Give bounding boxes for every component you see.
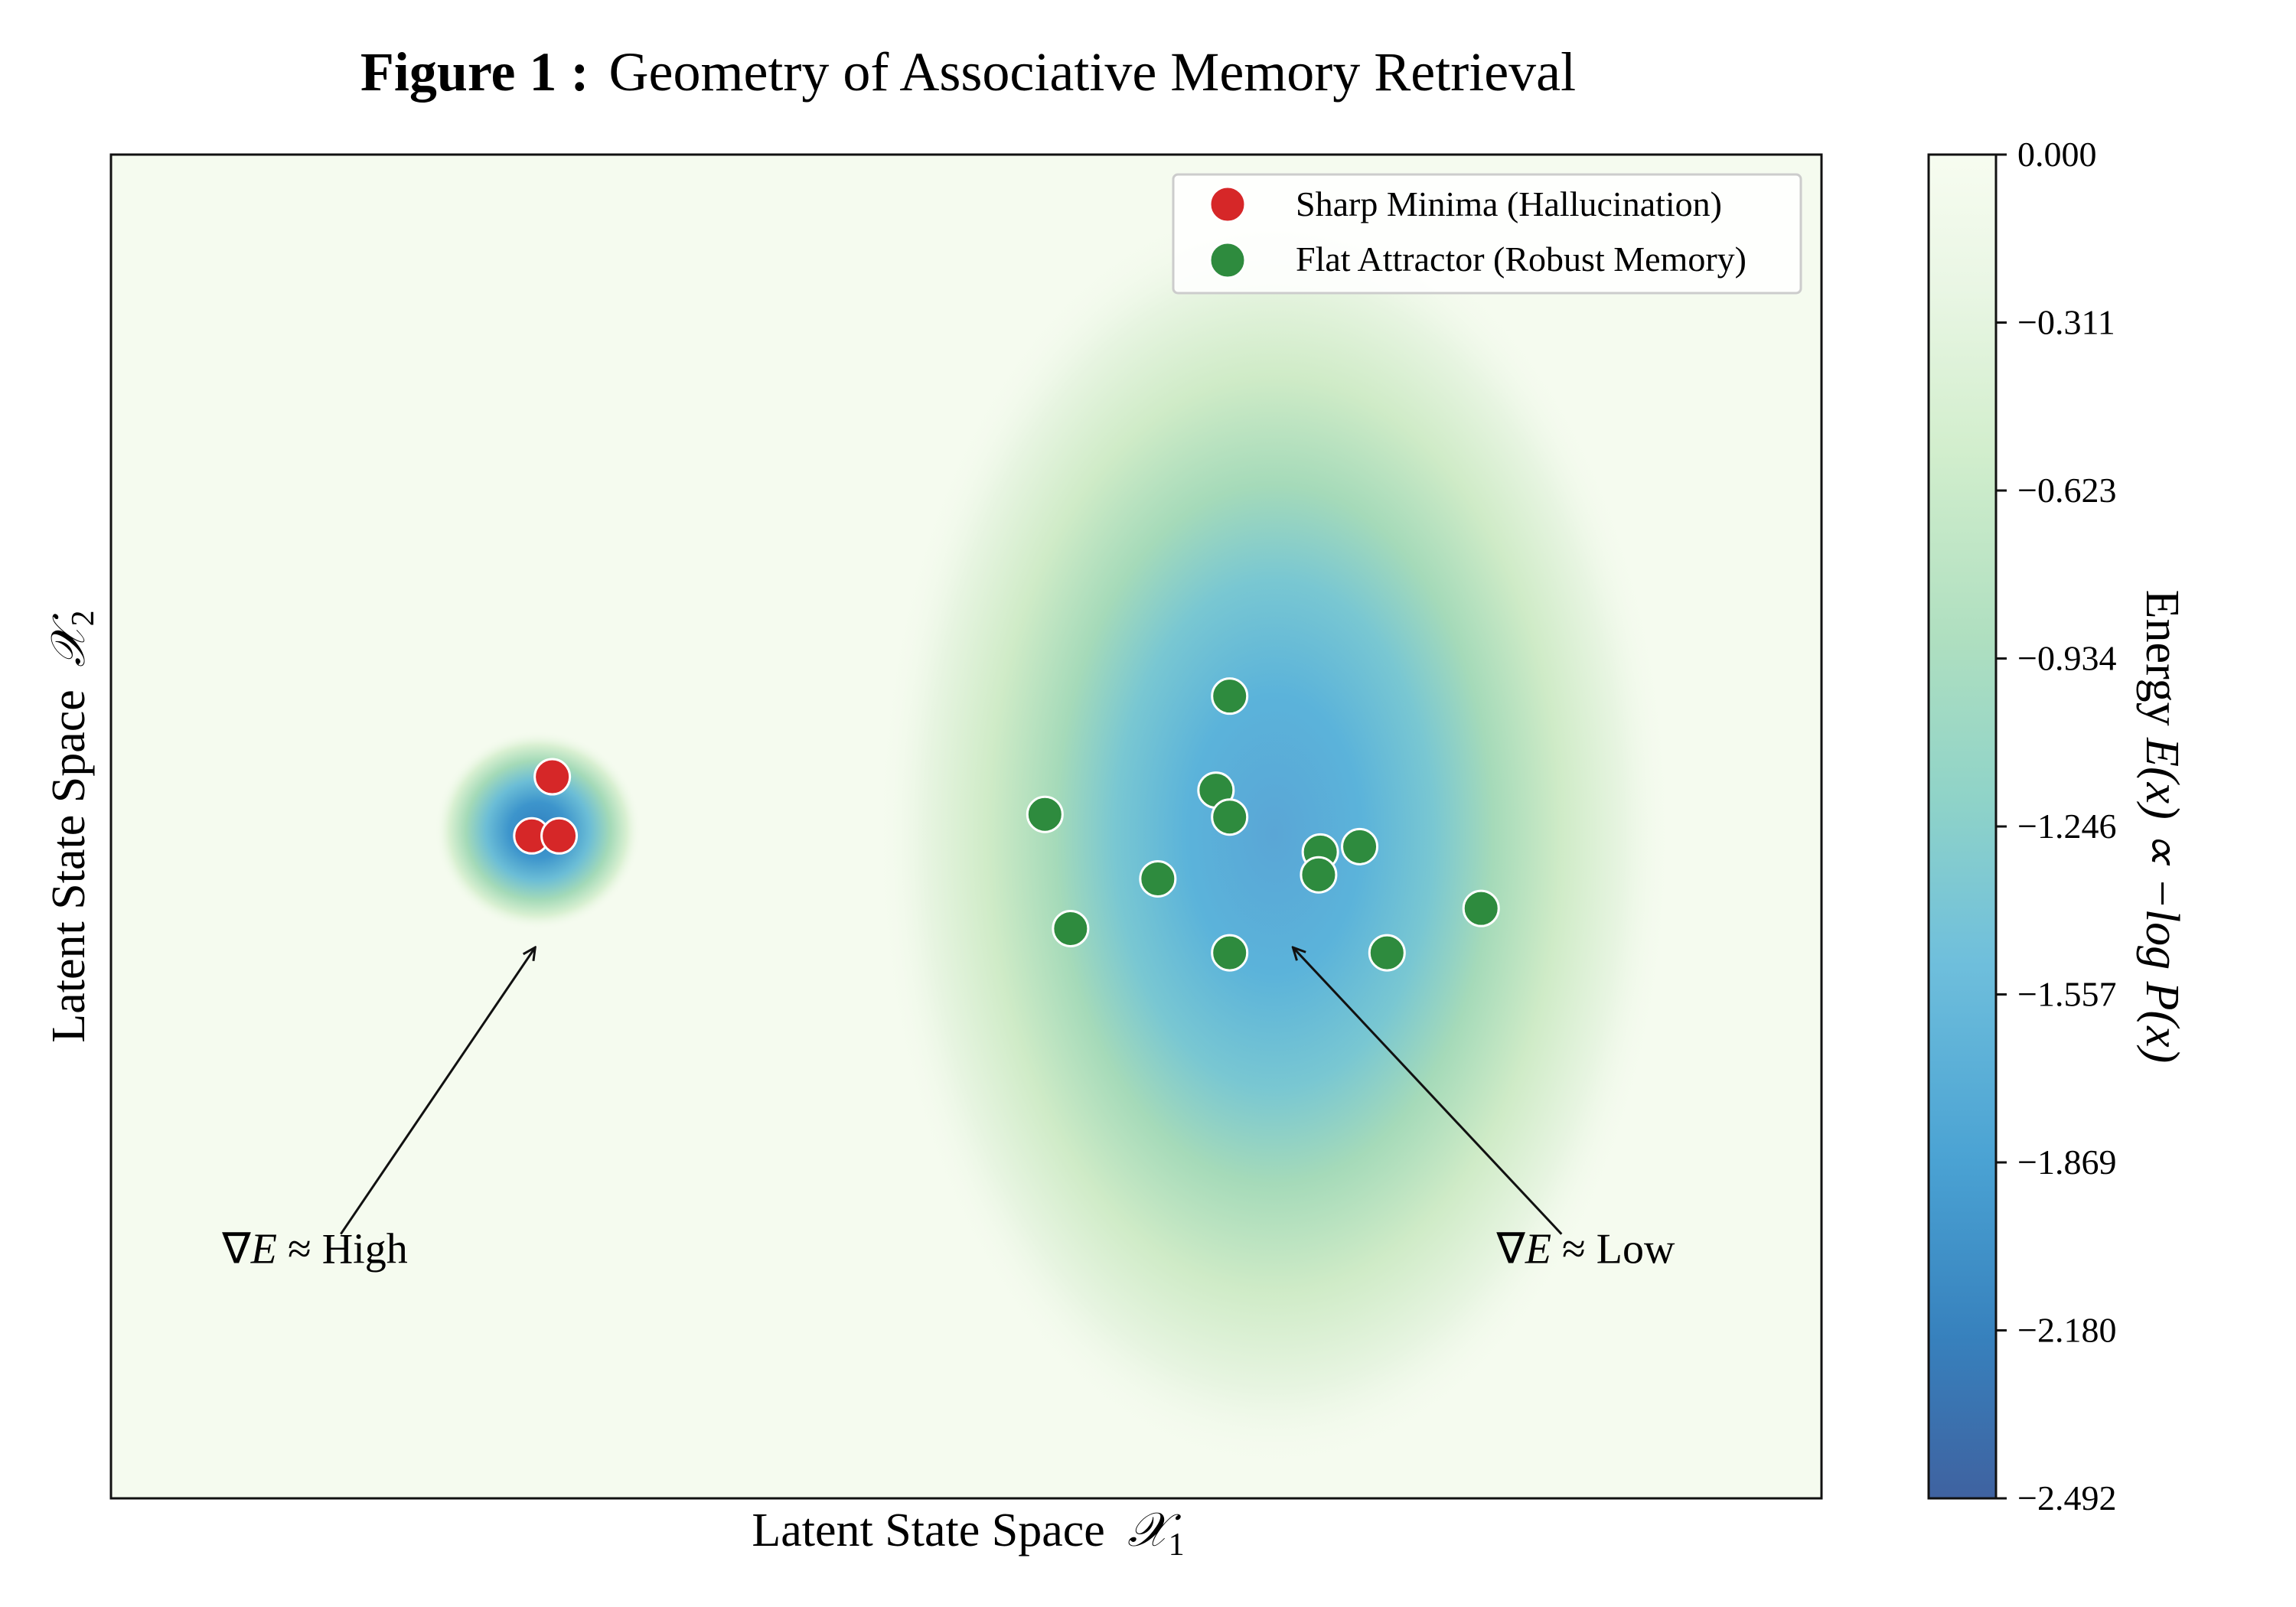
flat-attractor-point-7 xyxy=(1300,856,1338,894)
colorbar-tick-label: −2.180 xyxy=(2017,1311,2116,1350)
data-points xyxy=(513,677,1500,972)
figure-title: Figure 1 : Geometry of Associative Memor… xyxy=(360,41,1576,103)
figure-title-text: Geometry of Associative Memory Retrieval xyxy=(608,41,1576,103)
colorbar-tick-label: −1.557 xyxy=(2017,975,2116,1014)
flat-attractor-point-3 xyxy=(1211,798,1249,836)
flat-attractor-point-4 xyxy=(1341,827,1379,865)
flat-attractor-point-11 xyxy=(1368,934,1406,972)
legend-marker-flat-attractor xyxy=(1208,241,1247,279)
colorbar-tick-label: −0.934 xyxy=(2017,639,2116,678)
flat-attractor-point-0 xyxy=(1211,677,1249,715)
flat-attractor-point-9 xyxy=(1052,909,1090,947)
colorbar: 0.000 −0.311 −0.623 −0.934 −1.246 −1.557 −1.86… xyxy=(1927,135,2188,1517)
annotations: ∇E ≈ High ∇E ≈ Low xyxy=(221,1226,1675,1273)
plot-frame xyxy=(109,153,1823,1500)
colorbar-tick-label: −2.492 xyxy=(2017,1478,2116,1517)
annotation-label-1: ∇E ≈ Low xyxy=(1495,1226,1675,1273)
flat-attractor-basin xyxy=(876,199,1672,1469)
legend-box xyxy=(1172,173,1802,295)
legend-label-sharp-minima: Sharp Minima (Hallucination) xyxy=(1296,184,1722,223)
y-axis-label: Latent State Space 𝒳2 xyxy=(43,610,101,1042)
colorbar-ticks: 0.000 −0.311 −0.623 −0.934 −1.246 −1.557 −1.86… xyxy=(1996,135,2116,1517)
annotation-arrow-0 xyxy=(340,947,535,1235)
legend-marker-sharp-minima xyxy=(1208,185,1247,223)
colorbar-gradient xyxy=(1927,153,1998,1500)
colorbar-tick-label: −1.869 xyxy=(2017,1143,2116,1182)
figure-title-number: Figure 1 : xyxy=(360,41,589,103)
colorbar-tick-label: −1.246 xyxy=(2017,807,2116,846)
flat-attractor-point-1 xyxy=(1026,795,1064,833)
x-axis-label: Latent State Space 𝒳1 xyxy=(752,1504,1184,1563)
annotation-arrows xyxy=(340,947,1563,1235)
legend-label-flat-attractor: Flat Attractor (Robust Memory) xyxy=(1296,240,1746,279)
flat-attractor-point-6 xyxy=(1139,859,1177,898)
annotation-label-0: ∇E ≈ High xyxy=(221,1226,407,1273)
flat-attractor-point-8 xyxy=(1462,889,1500,927)
sharp-minima-point-0 xyxy=(533,758,572,796)
plot-area xyxy=(109,153,1823,1500)
annotation-arrow-1 xyxy=(1293,947,1563,1235)
colorbar-tick-label: −0.311 xyxy=(2017,303,2115,342)
flat-attractor-point-10 xyxy=(1211,934,1249,972)
colorbar-tick-label: 0.000 xyxy=(2017,135,2097,174)
legend: Sharp Minima (Hallucination) Flat Attrac… xyxy=(1172,173,1802,295)
colorbar-label: Energy E(x) ∝ −log P(x) xyxy=(2136,590,2188,1064)
sharp-minima-point-2 xyxy=(540,817,579,855)
colorbar-tick-label: −0.623 xyxy=(2017,471,2116,510)
